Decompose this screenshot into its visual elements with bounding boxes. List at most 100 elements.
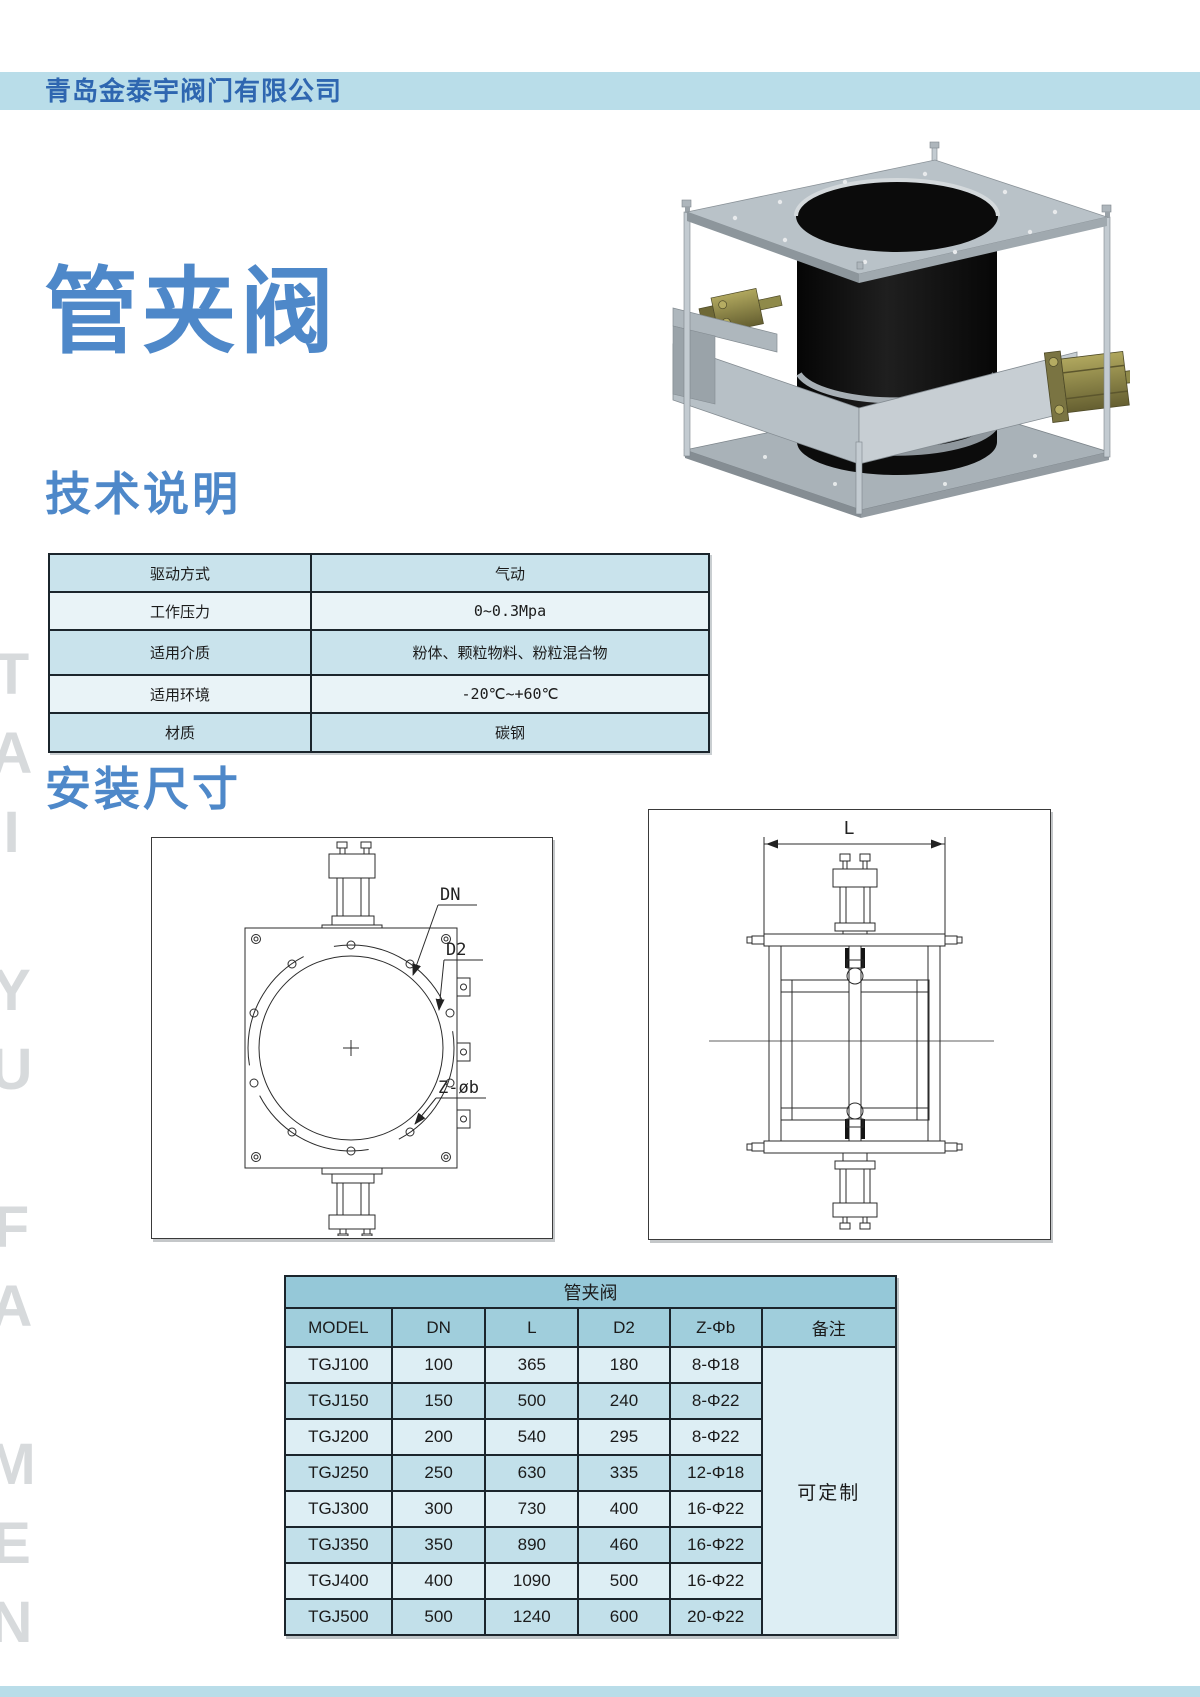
size-cell: 8-Φ22 bbox=[668, 1382, 763, 1420]
side-view-svg: L bbox=[709, 818, 994, 1230]
size-cell: 335 bbox=[577, 1454, 671, 1492]
size-cell: TGJ300 bbox=[284, 1490, 393, 1528]
size-cell: 400 bbox=[390, 1562, 487, 1600]
size-cell: 100 bbox=[390, 1346, 487, 1384]
size-cell: 600 bbox=[577, 1598, 671, 1636]
spec-value: 粉体、颗粒物料、粉粒混合物 bbox=[310, 629, 710, 676]
spec-label: 工作压力 bbox=[48, 591, 312, 631]
top-plate bbox=[685, 159, 1109, 283]
size-cell: 1240 bbox=[484, 1598, 580, 1636]
size-cell: 400 bbox=[577, 1490, 671, 1528]
top-actuator-top-view bbox=[321, 841, 383, 929]
table-row: TGJ300 300 730 400 16-Φ22 bbox=[284, 1490, 896, 1528]
size-cell: 12-Φ18 bbox=[668, 1454, 763, 1492]
company-name: 青岛金泰宇阀门有限公司 bbox=[45, 76, 343, 106]
size-table: 管夹阀 MODEL DN L D2 Z-Φb 备注 TGJ100 100 365… bbox=[284, 1275, 898, 1636]
spec-label: 材质 bbox=[48, 712, 312, 753]
l-label: L bbox=[844, 818, 855, 839]
col-header-d2: D2 bbox=[577, 1307, 671, 1348]
table-row: 工作压力 0~0.3Mpa bbox=[48, 591, 710, 631]
size-cell: 180 bbox=[577, 1346, 671, 1384]
table-row: TGJ150 150 500 240 8-Φ22 bbox=[284, 1382, 896, 1420]
clamp-frame-plates bbox=[672, 307, 1078, 465]
size-cell: 365 bbox=[484, 1346, 580, 1384]
section-heading-install: 安装尺寸 bbox=[45, 763, 241, 815]
size-cell: 500 bbox=[390, 1598, 487, 1636]
size-cell: TGJ250 bbox=[284, 1454, 393, 1492]
size-cell: TGJ100 bbox=[284, 1346, 393, 1384]
remark-cell: 可定制 bbox=[760, 1346, 898, 1636]
size-cell: 250 bbox=[390, 1454, 487, 1492]
size-cell: 1090 bbox=[484, 1562, 580, 1600]
section-heading-tech: 技术说明 bbox=[45, 468, 241, 520]
footer-strip bbox=[0, 1686, 1200, 1697]
size-cell: 630 bbox=[484, 1454, 580, 1492]
size-cell: TGJ350 bbox=[284, 1526, 393, 1564]
table-row: TGJ400 400 1090 500 16-Φ22 bbox=[284, 1562, 896, 1600]
dimension-labels: DN D2 Z-øb bbox=[412, 885, 486, 1125]
spec-label: 适用介质 bbox=[48, 629, 312, 676]
top-actuator-side-view bbox=[832, 853, 878, 935]
dn-label: DN bbox=[440, 885, 460, 905]
spec-value: 0~0.3Mpa bbox=[310, 591, 710, 631]
col-header-dn: DN bbox=[390, 1307, 487, 1348]
product-3d-render bbox=[615, 112, 1200, 518]
size-cell: TGJ200 bbox=[284, 1418, 393, 1456]
col-header-zphib: Z-Φb bbox=[668, 1307, 763, 1348]
col-header-l: L bbox=[484, 1307, 580, 1348]
size-cell: TGJ150 bbox=[284, 1382, 393, 1420]
drawing-top-view: DN D2 Z-øb bbox=[151, 837, 553, 1239]
size-cell: 295 bbox=[577, 1418, 671, 1456]
background-watermark: TAI YU FA MEN bbox=[0, 642, 44, 1669]
size-table-title: 管夹阀 bbox=[284, 1275, 897, 1309]
bolt-circle bbox=[247, 940, 455, 1156]
spec-label: 适用环境 bbox=[48, 674, 312, 714]
spec-value: 气动 bbox=[310, 553, 710, 593]
bottom-actuator-side-view bbox=[832, 1152, 878, 1230]
size-cell: 730 bbox=[484, 1490, 580, 1528]
table-row: 驱动方式 气动 bbox=[48, 553, 710, 593]
length-dimension: L bbox=[763, 818, 946, 934]
size-cell: TGJ500 bbox=[284, 1598, 393, 1636]
page-title: 管夹阀 bbox=[44, 259, 339, 364]
table-row: TGJ200 200 540 295 8-Φ22 bbox=[284, 1418, 896, 1456]
table-row: TGJ250 250 630 335 12-Φ18 bbox=[284, 1454, 896, 1492]
size-cell: 500 bbox=[484, 1382, 580, 1420]
size-cell: 16-Φ22 bbox=[668, 1526, 763, 1564]
header-bar: 青岛金泰宇阀门有限公司 bbox=[0, 72, 1200, 110]
d2-label: D2 bbox=[446, 940, 466, 960]
size-cell: 8-Φ22 bbox=[668, 1418, 763, 1456]
valve-3d-illustration bbox=[672, 141, 1200, 518]
clamp-mechanism bbox=[845, 948, 865, 1139]
valve-frame-side-view bbox=[709, 933, 994, 1154]
z-phi-b-label: Z-øb bbox=[438, 1078, 479, 1098]
spec-label: 驱动方式 bbox=[48, 553, 312, 593]
drawing-side-view: L bbox=[648, 809, 1051, 1240]
size-cell: 890 bbox=[484, 1526, 580, 1564]
spec-value: 碳钢 bbox=[310, 712, 710, 753]
size-cell: 240 bbox=[577, 1382, 671, 1420]
size-cell: 460 bbox=[577, 1526, 671, 1564]
size-cell: TGJ400 bbox=[284, 1562, 393, 1600]
table-row: TGJ350 350 890 460 16-Φ22 bbox=[284, 1526, 896, 1564]
table-row: 适用环境 -20℃~+60℃ bbox=[48, 674, 710, 714]
size-cell: 350 bbox=[390, 1526, 487, 1564]
pneumatic-actuator bbox=[1043, 329, 1200, 423]
size-cell: 20-Φ22 bbox=[668, 1598, 763, 1636]
table-header-row: MODEL DN L D2 Z-Φb 备注 bbox=[284, 1307, 898, 1348]
bottom-actuator-top-view bbox=[321, 1167, 383, 1236]
spec-value: -20℃~+60℃ bbox=[310, 674, 710, 714]
size-cell: 8-Φ18 bbox=[668, 1346, 763, 1384]
size-cell: 500 bbox=[577, 1562, 671, 1600]
size-cell: 150 bbox=[390, 1382, 487, 1420]
col-header-remark: 备注 bbox=[760, 1307, 898, 1348]
table-row: TGJ100 100 365 180 8-Φ18 可定制 bbox=[284, 1346, 898, 1636]
size-cell: 16-Φ22 bbox=[668, 1562, 763, 1600]
table-row: 适用介质 粉体、颗粒物料、粉粒混合物 bbox=[48, 629, 710, 676]
top-view-svg: DN D2 Z-øb bbox=[244, 841, 486, 1236]
size-cell: 300 bbox=[390, 1490, 487, 1528]
size-cell: 200 bbox=[390, 1418, 487, 1456]
table-row: 材质 碳钢 bbox=[48, 712, 710, 753]
size-cell: 16-Φ22 bbox=[668, 1490, 763, 1528]
